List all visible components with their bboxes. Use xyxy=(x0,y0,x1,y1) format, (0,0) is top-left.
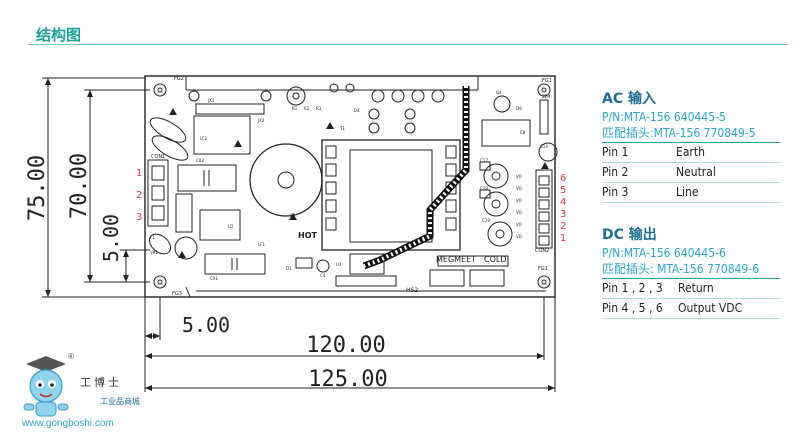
ac-pin-label: Pin 2 xyxy=(602,165,629,179)
ac-input-mating-plug: 匹配插头:MTA-156 770849-5 xyxy=(602,124,780,143)
ref-zd4: ZD4 xyxy=(542,94,551,99)
dc-connector-outline xyxy=(535,169,553,249)
dim-120-label: 120.00 xyxy=(306,333,385,358)
dc-output-mating-plug: 匹配插头: MTA-156 770849-6 xyxy=(602,260,780,279)
ref-c17: C17 xyxy=(480,158,488,163)
bulk-capacitor xyxy=(249,143,323,217)
ref-vo-4: VO xyxy=(516,210,522,215)
ac-input-title: AC 输入 xyxy=(602,91,656,107)
ac-pin-row: Pin 2 Neutral xyxy=(602,163,780,183)
dc-pin-row: Pin 4 , 5 , 6 Output VDC xyxy=(602,299,780,319)
ref-vo-6: VO xyxy=(516,234,522,239)
ref-lf1: LF1 xyxy=(258,242,266,247)
registered-mark: ® xyxy=(68,352,74,361)
mounting-hole xyxy=(537,275,551,289)
ref-jx2: JX2 xyxy=(257,118,265,123)
ref-vo-3: VO xyxy=(516,198,522,203)
logo-subtitle: 工业品商城 xyxy=(100,397,140,406)
ac-input-spec: AC 输入 P/N:MTA-156 640445-5 匹配插头:MTA-156 … xyxy=(602,88,780,203)
ref-d4: D4 xyxy=(354,108,360,113)
ac-pin-number-2: 2 xyxy=(136,190,142,201)
ac-input-part-number: P/N:MTA-156 640445-5 xyxy=(602,110,726,124)
dc-pin-number-3: 3 xyxy=(560,209,566,220)
dim-75-label: 75.00 xyxy=(25,155,50,221)
dim-5-vertical-label: 5.00 xyxy=(99,214,123,262)
ref-r3: R3 xyxy=(316,106,322,111)
ref-cold: COLD xyxy=(484,255,507,264)
ac-pin-label: Pin 3 xyxy=(602,185,629,199)
ref-q4: Q4 xyxy=(496,90,502,95)
ac-pin-function: Line xyxy=(676,185,699,199)
ref-jx1: JX1 xyxy=(207,98,215,103)
ac-pin-label: Pin 1 xyxy=(602,145,629,159)
ref-hs2: HS2 xyxy=(406,287,418,294)
section-title: 结构图 xyxy=(36,26,82,44)
gongboshi-logo xyxy=(23,356,69,417)
ref-f1: F1 xyxy=(150,235,155,240)
ref-c4: C4 xyxy=(320,273,326,278)
ref-c19: C19 xyxy=(482,218,490,223)
ref-cx2: CX2 xyxy=(196,158,205,163)
dc-pin-function: Return xyxy=(678,281,714,295)
ref-c8: C8 xyxy=(520,130,526,135)
ac-connector-outline xyxy=(147,159,169,227)
ac-pin-function: Neutral xyxy=(676,165,716,179)
dc-pin-number-1: 1 xyxy=(560,233,566,244)
dc-output-spec: DC 输出 P/N:MTA-156 640445-6 匹配插头: MTA-156… xyxy=(602,224,780,319)
ref-vo-2: VO xyxy=(516,186,522,191)
logo-name: 工博士 xyxy=(80,376,122,389)
ref-d9: D9 xyxy=(516,106,522,111)
ref-r1: R1 xyxy=(292,106,298,111)
dc-output-title: DC 输出 xyxy=(602,227,657,243)
ref-r2: R2 xyxy=(304,106,310,111)
ref-brand: MEGMEET xyxy=(436,255,476,264)
ref-fg3: FG3 xyxy=(172,291,182,297)
dc-pin-number-2: 2 xyxy=(560,221,566,232)
ref-t1: T1 xyxy=(339,126,345,131)
logo-url: www.gongboshi.com xyxy=(22,418,114,429)
ref-c18: C18 xyxy=(480,186,488,191)
ac-pin-row: Pin 1 Earth xyxy=(602,143,780,163)
ref-hot: HOT xyxy=(298,231,317,240)
dc-pin-function: Output VDC xyxy=(678,301,743,315)
dc-output-part-number: P/N:MTA-156 640445-6 xyxy=(602,246,726,260)
ref-vo-5: VO xyxy=(516,222,522,227)
mounting-hole xyxy=(153,83,167,97)
main-transformer xyxy=(321,139,461,251)
ref-u2: U2 xyxy=(228,224,234,229)
dim-70-label: 70.00 xyxy=(67,153,92,219)
dc-pin-label: Pin 1 , 2 , 3 xyxy=(602,281,663,295)
ref-c14: C14 xyxy=(540,144,548,149)
ref-con2: CON2 xyxy=(535,248,549,254)
dc-pin-number-5: 5 xyxy=(560,185,566,196)
ref-u1: U1 xyxy=(336,262,342,267)
ref-vr1: VR1 xyxy=(150,250,159,255)
mounting-hole xyxy=(153,275,167,289)
mascot-icon xyxy=(23,356,69,417)
mounting-hole xyxy=(537,83,551,97)
dc-pin-row: Pin 1 , 2 , 3 Return xyxy=(602,279,780,299)
ref-fg1-bottom: FG1 xyxy=(538,266,548,272)
title-divider xyxy=(28,44,788,45)
dim-125-label: 125.00 xyxy=(308,367,387,392)
board-outline xyxy=(144,75,556,298)
ref-fg2: FG2 xyxy=(174,76,184,82)
ac-pin-function: Earth xyxy=(676,145,705,159)
ac-pin-number-3: 3 xyxy=(136,212,142,223)
ref-c1: C1 xyxy=(290,213,296,218)
ac-pin-number-1: 1 xyxy=(136,168,142,179)
ref-d1: D1 xyxy=(286,266,292,271)
ref-lf2: LF2 xyxy=(200,136,208,141)
ref-vo-1: VO xyxy=(516,174,522,179)
dim-5-horizontal-label: 5.00 xyxy=(182,313,230,337)
dc-pin-label: Pin 4 , 5 , 6 xyxy=(602,301,663,315)
ref-fg1: FG1 xyxy=(542,78,552,84)
dc-pin-number-4: 4 xyxy=(560,197,566,208)
dc-pin-number-6: 6 xyxy=(560,173,566,184)
ac-pin-row: Pin 3 Line xyxy=(602,183,780,203)
ref-cx1: CX1 xyxy=(210,276,219,281)
ref-con1: CON1 xyxy=(151,154,165,160)
